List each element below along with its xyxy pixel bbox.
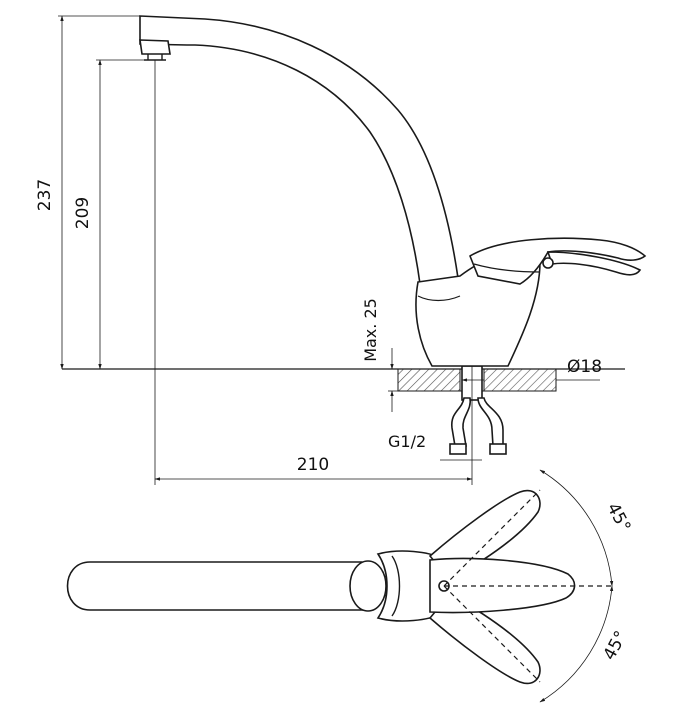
angle-arc-lower — [539, 585, 614, 703]
angle-arc-upper — [539, 469, 614, 587]
dim-spout-reach: 210 — [297, 455, 329, 475]
side-view: 237 209 210 Max. 25 Ø18 G1/2 — [35, 15, 647, 485]
countertop-section-right — [483, 368, 557, 392]
supply-hose-left — [451, 397, 472, 447]
dim-max-thickness: Max. 25 — [361, 298, 380, 362]
handle-top-view-lower — [428, 592, 541, 685]
countertop-section-left — [397, 368, 461, 392]
spout-top-view — [66, 561, 378, 611]
faucet-spout — [139, 15, 459, 285]
aerator — [139, 39, 171, 55]
dim-total-height: 237 — [35, 179, 55, 211]
angle-lower-label: 45° — [600, 628, 632, 664]
dim-thread: G1/2 — [388, 432, 426, 451]
dim-hole-diameter: Ø18 — [567, 357, 602, 377]
angle-upper-label: 45° — [603, 500, 635, 536]
supply-hose-right — [477, 397, 504, 447]
handle-top-view-upper — [428, 489, 541, 582]
dim-spout-height: 209 — [73, 197, 93, 229]
top-view: 45° 45° — [66, 469, 635, 703]
faucet-handle — [469, 237, 647, 285]
